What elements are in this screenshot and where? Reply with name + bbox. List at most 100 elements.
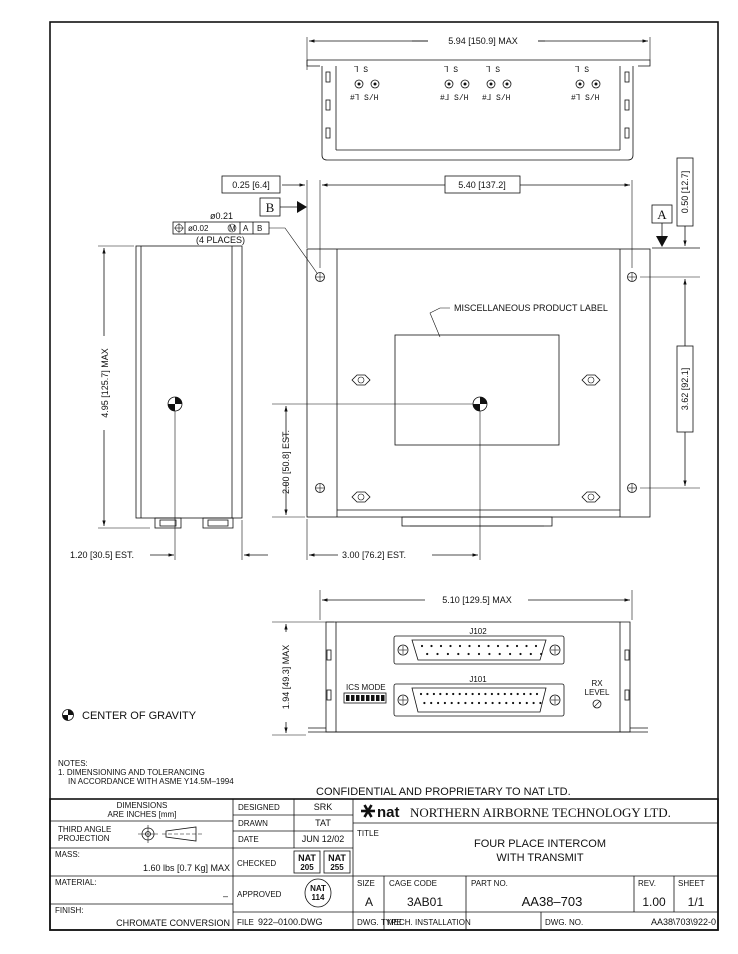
svg-text:nat: nat (377, 804, 400, 821)
svg-text:DRAWN: DRAWN (238, 819, 268, 828)
checked-stamp-205: NAT 205 (293, 850, 321, 874)
svg-text:SIZE: SIZE (357, 879, 375, 888)
svg-text:AA38\703\922-0: AA38\703\922-0 (651, 917, 716, 927)
svg-text:DWG. TYPE: DWG. TYPE (357, 918, 402, 927)
svg-text:PROJECTION: PROJECTION (58, 834, 110, 843)
svg-text:114: 114 (312, 893, 325, 902)
svg-text:#⅂ S/H: #⅂ S/H (571, 94, 600, 103)
svg-text:⅂ S: ⅂ S (354, 66, 368, 75)
finish-value: CHROMATE CONVERSION (116, 918, 230, 928)
front-cg-symbol (472, 396, 488, 412)
svg-text:205: 205 (300, 863, 314, 872)
jack-group-3: ⅂ S #⅃ S/H (482, 66, 512, 103)
svg-text:TITLE: TITLE (357, 829, 379, 838)
rear-height-dim: 1.94 [49.3] MAX (281, 645, 291, 710)
front-width-dim: 5.40 [137.2] (458, 180, 506, 190)
svg-text:FINISH:: FINISH: (55, 906, 83, 915)
svg-text:CAGE CODE: CAGE CODE (389, 879, 437, 888)
svg-text:MATERIAL:: MATERIAL: (55, 878, 97, 887)
svg-text:SHEET: SHEET (678, 879, 705, 888)
datum-a-offset-dim: 0.50 [12.7] (680, 171, 690, 214)
svg-text:#⅃ S/H: #⅃ S/H (482, 94, 511, 103)
jack-group-4: ⅂ S #⅂ S/H (571, 66, 601, 103)
hole-callout-diameter: ø0.21 (210, 211, 233, 221)
svg-text:⅂ S: ⅂ S (444, 66, 458, 75)
svg-text:TAT: TAT (315, 818, 331, 828)
mounting-hole-br (627, 483, 637, 493)
mounting-hole-bl (315, 483, 325, 493)
svg-text:DWG. NO.: DWG. NO. (545, 918, 583, 927)
mass-value: 1.60 lbs [0.7 Kg] MAX (143, 863, 230, 873)
nat-logo: nat (361, 804, 400, 821)
svg-text:A: A (365, 895, 373, 909)
ics-mode-label: ICS MODE (346, 683, 386, 692)
svg-text:B: B (257, 224, 262, 233)
jack-group-1: ⅂ S #⅂ S/H (350, 66, 380, 103)
j102-label: J102 (469, 627, 487, 636)
notes: NOTES: 1. DIMENSIONING AND TOLERANCING I… (58, 759, 234, 786)
front-view: MISCELLANEOUS PRODUCT LABEL 5.40 [137.2]… (172, 157, 700, 560)
side-height-dim: 4.95 [125.7] MAX (100, 348, 110, 418)
top-width-dim: 5.94 [150.9] MAX (448, 36, 518, 46)
hex-nut-1 (351, 374, 371, 386)
rx-level-pot[interactable] (592, 699, 602, 709)
hex-nut-2 (581, 374, 601, 386)
svg-text:#⅂ S/H: #⅂ S/H (350, 94, 379, 103)
svg-text:ARE INCHES [mm]: ARE INCHES [mm] (108, 810, 177, 819)
svg-text:CHECKED: CHECKED (237, 859, 276, 868)
svg-text:1.00: 1.00 (642, 895, 666, 909)
ics-mode-switch[interactable] (343, 692, 387, 704)
mounting-hole-tl (315, 272, 325, 282)
svg-text:#⅃ S/H: #⅃ S/H (440, 94, 469, 103)
side-cg-dim: 1.20 [30.5] EST. (70, 550, 134, 560)
side-view: 4.95 [125.7] MAX 1.20 [30.5] EST. (70, 245, 268, 560)
hole-callout-count: (4 PLACES) (196, 235, 245, 245)
projection-symbol (138, 825, 202, 843)
svg-text:SRK: SRK (314, 802, 333, 812)
feature-control-frame: ø0.02 M A B (172, 221, 270, 235)
drawing-title-line1: FOUR PLACE INTERCOM (474, 838, 606, 850)
svg-text:M: M (229, 224, 236, 233)
cg-x-dim: 3.00 [76.2] EST. (342, 550, 406, 560)
svg-text:⅂ S: ⅂ S (575, 66, 589, 75)
drawing-title-line2: WITH TRANSMIT (496, 852, 583, 864)
jack-group-2: ⅂ S #⅃ S/H (440, 66, 470, 103)
svg-text:FILE: FILE (237, 918, 254, 927)
j102-connector (393, 635, 565, 665)
svg-text:IN ACCORDANCE WITH ASME Y14.5M: IN ACCORDANCE WITH ASME Y14.5M–1994 (68, 777, 234, 786)
part-number: AA38–703 (522, 894, 583, 909)
datum-a-label: A (657, 207, 667, 222)
confidential-banner: CONFIDENTIAL AND PROPRIETARY TO NAT LTD. (316, 786, 571, 798)
svg-text:JUN 12/02: JUN 12/02 (302, 834, 345, 844)
svg-text:3AB01: 3AB01 (407, 895, 443, 909)
cg-height-dim: 2.00 [50.8] EST. (281, 430, 291, 494)
offset-dim: 0.25 [6.4] (232, 180, 270, 190)
rx-level-label-2: LEVEL (585, 688, 610, 697)
rx-level-label-1: RX (591, 679, 603, 688)
j101-connector (393, 683, 565, 717)
rear-width-dim: 5.10 [129.5] MAX (442, 595, 512, 605)
svg-text:1/1: 1/1 (688, 895, 705, 909)
svg-text:NAT: NAT (310, 884, 326, 893)
svg-text:DIMENSIONS: DIMENSIONS (117, 801, 168, 810)
svg-text:–: – (223, 891, 228, 901)
svg-text:⅂ S: ⅂ S (486, 66, 500, 75)
svg-text:A: A (243, 224, 249, 233)
hex-nut-3 (351, 491, 371, 503)
svg-text:ø0.02: ø0.02 (188, 224, 209, 233)
svg-text:NAT: NAT (328, 853, 346, 863)
svg-text:PART NO.: PART NO. (471, 879, 508, 888)
svg-text:922–0100.DWG: 922–0100.DWG (258, 917, 323, 927)
cg-legend-text: CENTER OF GRAVITY (82, 710, 197, 722)
company-name: NORTHERN AIRBORNE TECHNOLOGY LTD. (410, 805, 671, 820)
checked-stamp-255: NAT 255 (323, 850, 351, 874)
svg-text:DATE: DATE (238, 835, 259, 844)
product-label-text: MISCELLANEOUS PRODUCT LABEL (454, 303, 608, 313)
mounting-hole-tr (627, 272, 637, 282)
title-block: DIMENSIONS ARE INCHES [mm] THIRD ANGLE P… (49, 798, 719, 931)
svg-text:255: 255 (330, 863, 344, 872)
datum-b-label: B (266, 200, 275, 215)
side-cg-symbol (167, 396, 183, 412)
product-label-area (394, 334, 560, 446)
